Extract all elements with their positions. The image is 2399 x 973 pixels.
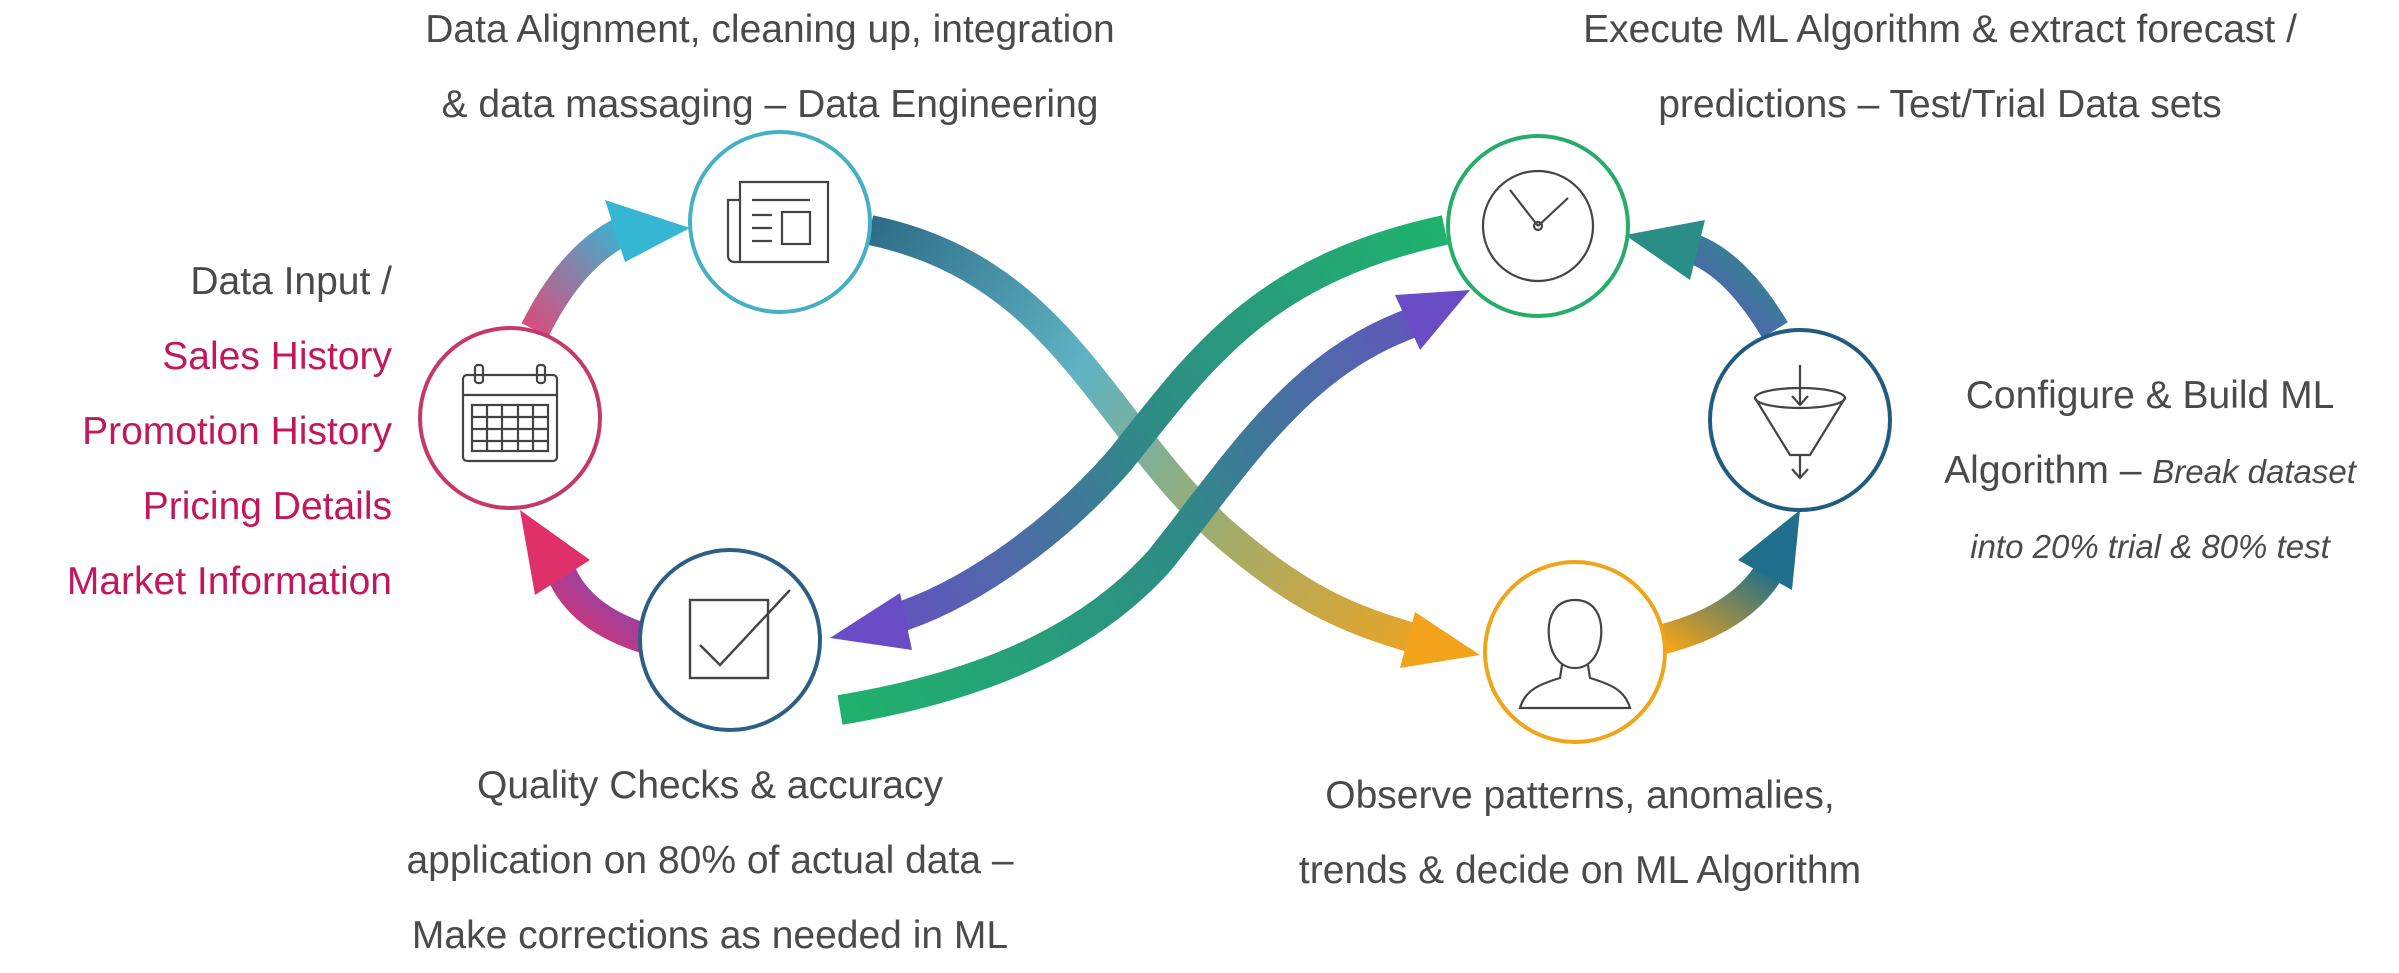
clock-icon: [1481, 169, 1595, 283]
quality-checks-line: Quality Checks & accuracy: [476, 764, 943, 807]
quality-checks-label: Quality Checks & accuracy application on…: [350, 748, 1070, 973]
configure-ml-line-italic: into 20% trial & 80% test: [1970, 528, 2330, 565]
data-input-item: Pricing Details: [142, 485, 392, 528]
checkbox-node: [638, 548, 822, 732]
configure-ml-line-main: Algorithm –: [1944, 449, 2153, 492]
execute-ml-label: Execute ML Algorithm & extract forecast …: [1520, 0, 2360, 142]
data-input-item: Sales History: [162, 335, 392, 378]
arrow-quality-to-input: [520, 510, 655, 655]
document-node: [688, 130, 872, 314]
data-engineering-line: & data massaging – Data Engineering: [441, 83, 1099, 126]
checkbox-icon: [688, 589, 791, 680]
calendar-icon: [461, 363, 559, 463]
arrow-execute-to-quality: [830, 215, 1449, 650]
quality-checks-line: Make corrections as needed in ML: [411, 914, 1009, 957]
configure-ml-line: Configure & Build ML: [1965, 374, 2335, 417]
configure-ml-line-italic: Break dataset: [2152, 453, 2356, 490]
observe-patterns-label: Observe patterns, anomalies, trends & de…: [1210, 758, 1950, 908]
funnel-node: [1708, 328, 1892, 512]
person-node: [1483, 560, 1667, 744]
arrow-quality-to-execute: [837, 290, 1470, 725]
arrow-configure-to-execute: [1625, 220, 1788, 338]
arrow-engineering-to-observe: [866, 215, 1480, 668]
arrow-observe-to-configure: [1656, 510, 1800, 655]
data-input-item: Promotion History: [82, 410, 392, 453]
execute-ml-line: Execute ML Algorithm & extract forecast …: [1583, 8, 2297, 51]
data-engineering-line: Data Alignment, cleaning up, integration: [425, 8, 1115, 51]
configure-ml-label: Configure & Build ML Algorithm – Break d…: [1905, 358, 2395, 584]
observe-patterns-line: Observe patterns, anomalies,: [1325, 774, 1835, 817]
person-icon: [1518, 598, 1632, 710]
ml-lifecycle-diagram: [418, 130, 1892, 744]
configure-ml-line: Algorithm – Break dataset: [1905, 433, 2395, 509]
data-input-heading: Data Input /: [190, 260, 392, 303]
execute-ml-line: predictions – Test/Trial Data sets: [1658, 83, 2222, 126]
document-icon: [726, 180, 830, 264]
data-engineering-label: Data Alignment, cleaning up, integration…: [390, 0, 1150, 142]
quality-checks-line: application on 80% of actual data –: [406, 839, 1014, 882]
funnel-icon: [1753, 365, 1847, 480]
observe-patterns-line: trends & decide on ML Algorithm: [1298, 849, 1862, 892]
data-input-label: Data Input / Sales History Promotion His…: [67, 244, 392, 619]
arrow-input-to-engineering: [521, 200, 690, 337]
data-input-item: Market Information: [66, 560, 392, 603]
